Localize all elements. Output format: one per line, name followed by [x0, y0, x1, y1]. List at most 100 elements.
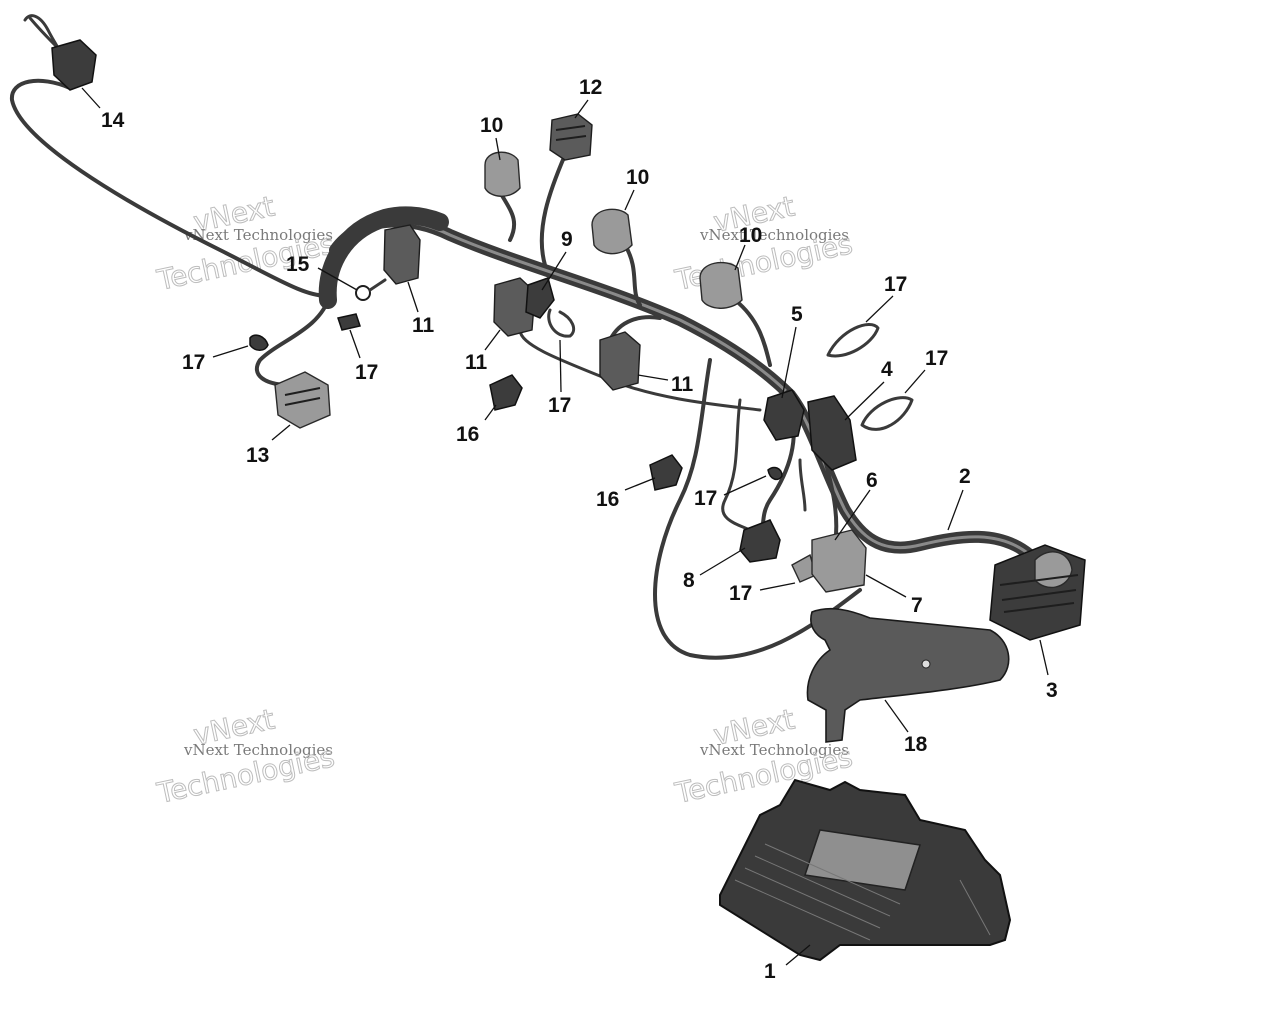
wire-13: [254, 293, 332, 387]
callout-18: 18: [904, 733, 928, 756]
callout-7: 7: [911, 594, 923, 617]
callout-14: 14: [101, 109, 125, 132]
connector-9-body: [525, 277, 555, 319]
connector-16b-body: [649, 454, 683, 491]
leader-2: [947, 489, 964, 531]
leader-1: [785, 944, 811, 966]
callout-11c: 11: [671, 373, 694, 396]
leader-5: [781, 326, 797, 399]
relay-6-7: [811, 529, 867, 593]
grommet-4-body: [807, 395, 857, 471]
leader-14: [81, 87, 101, 109]
watermark-small-text: vNext Technologies: [699, 741, 849, 759]
callout-8: 8: [683, 569, 695, 592]
ring-terminal-15: [355, 278, 387, 301]
callout-16b: 16: [596, 488, 619, 511]
callout-15: 15: [286, 253, 310, 276]
connector-11b: [493, 277, 536, 337]
ecu-module-1: [719, 778, 1012, 962]
loop-14: [23, 14, 60, 50]
callout-16a: 16: [456, 423, 479, 446]
wire-10b: [623, 243, 642, 307]
callout-17g: 17: [729, 582, 752, 605]
grommet-5: [763, 389, 805, 441]
leader-10b: [624, 189, 635, 211]
clip-17b: [337, 313, 361, 331]
ecu-module-fins: [734, 843, 991, 941]
leader-8: [699, 547, 746, 576]
callout-11b: 11: [465, 351, 488, 374]
ecu-connector-3-latch: [1034, 551, 1073, 589]
callout-4: 4: [881, 358, 893, 381]
connector-12: [549, 113, 593, 161]
leader-12: [574, 99, 589, 119]
leader-17e: [904, 369, 926, 394]
connector-11c: [599, 331, 641, 391]
leader-17d: [865, 295, 894, 323]
leader-16b: [624, 477, 656, 491]
connector-14-body: [51, 39, 97, 91]
callout-17b: 17: [355, 361, 378, 384]
callout-labels: 1 2 3 4 5 6 7 8 9 10 10 10 11 11 11 12 1…: [101, 76, 1058, 983]
callout-9: 9: [561, 228, 573, 251]
wire-10a: [498, 190, 517, 242]
wire-14: [9, 78, 332, 298]
watermark-small-text: vNext Technologies: [699, 226, 849, 244]
callout-5: 5: [791, 303, 803, 326]
connector-16a: [489, 374, 523, 411]
leader-11b: [484, 329, 501, 351]
connector-10a: [484, 151, 521, 197]
wire-12: [539, 153, 567, 267]
connector-8-body: [739, 519, 781, 563]
callout-10a: 10: [480, 114, 503, 137]
callout-6: 6: [866, 469, 878, 492]
clip-17d: [826, 322, 880, 358]
callout-1: 1: [764, 960, 776, 983]
wire-8b: [721, 398, 752, 532]
leader-3: [1039, 639, 1049, 676]
leader-10a: [495, 137, 501, 161]
leader-17b: [349, 329, 361, 359]
connector-11b-body: [493, 277, 536, 337]
connector-16a-body: [489, 374, 523, 411]
clip-17c: [547, 308, 576, 338]
callout-13: 13: [246, 444, 269, 467]
ring-terminal-15-eye: [355, 285, 371, 301]
connector-9: [525, 277, 555, 319]
leader-15: [317, 267, 358, 291]
ecu-connector-3: [989, 544, 1086, 641]
wire-long-loop: [653, 358, 862, 660]
leader-lines: [81, 87, 1049, 966]
connector-10b-body: [591, 208, 633, 255]
connector-16b: [649, 454, 683, 491]
leader-4: [844, 381, 885, 421]
leader-18: [884, 699, 909, 733]
grommet-4: [807, 395, 857, 471]
clips-17: [249, 308, 914, 583]
callout-11a: 11: [412, 314, 435, 337]
leader-9: [541, 251, 567, 291]
harness-sleeve: [318, 206, 449, 309]
leader-11c: [637, 374, 669, 381]
leader-6: [834, 489, 871, 541]
callout-17d: 17: [884, 273, 907, 296]
callout-3: 3: [1046, 679, 1058, 702]
connector-11a: [383, 224, 421, 285]
watermark-top-left: vNext vNext Technologies Technologies: [153, 189, 338, 297]
leader-13: [271, 424, 291, 441]
connector-11c-body: [599, 331, 641, 391]
wire-short: [798, 458, 807, 512]
leader-11a: [407, 281, 419, 313]
bracket-18-body: [806, 607, 1010, 743]
connector-14: [23, 14, 97, 91]
callout-10b: 10: [626, 166, 649, 189]
connector-10c-body: [699, 261, 743, 309]
bracket-18: [806, 607, 1010, 743]
leader-17g: [759, 582, 796, 591]
leader-17f: [723, 475, 767, 496]
callout-12: 12: [579, 76, 602, 99]
clip-17e: [860, 396, 914, 431]
connector-10c: [699, 261, 743, 309]
watermark-small-text: vNext Technologies: [183, 226, 333, 244]
